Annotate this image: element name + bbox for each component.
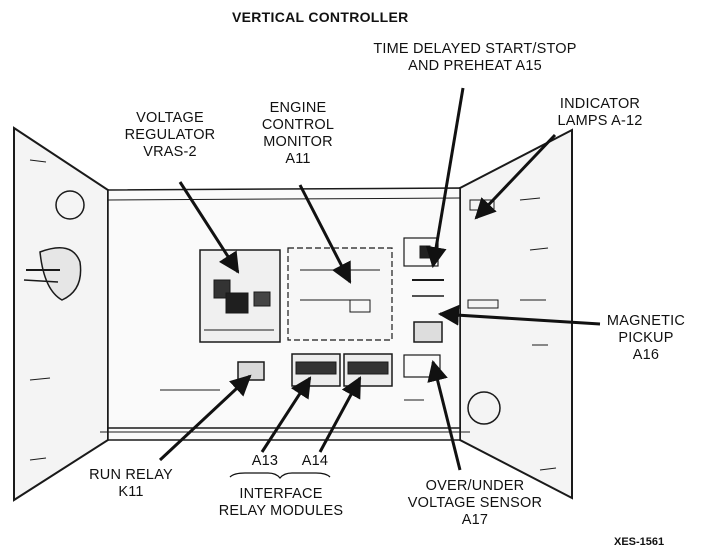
arrow-indicator-lamps <box>474 133 557 220</box>
label-line: A11 <box>285 151 311 167</box>
label-magnetic-pickup: MAGNETIC PICKUP A16 <box>596 313 696 364</box>
label-line: A16 <box>632 347 660 363</box>
label-time-delayed-start: TIME DELAYED START/STOP AND PREHEAT A15 <box>350 41 600 75</box>
right-flap-panel <box>459 128 573 500</box>
label-line: K11 <box>118 484 144 500</box>
label-line: VOLTAGE SENSOR <box>407 495 543 511</box>
arrow-engine-control-monitor <box>298 184 352 284</box>
label-line: REGULATOR <box>124 127 216 143</box>
label-line: VOLTAGE <box>136 110 204 126</box>
arrow-run-relay <box>158 374 252 462</box>
label-line: OVER/UNDER <box>425 478 525 494</box>
label-line: AND PREHEAT A15 <box>408 58 542 74</box>
figure-code: XES-1561 <box>614 536 665 548</box>
label-interface-relay-modules: INTERFACE RELAY MODULES <box>196 486 366 520</box>
label-voltage-regulator: VOLTAGE REGULATOR VRAS-2 <box>110 110 230 161</box>
run-relay-body <box>237 361 265 381</box>
diagram-title: VERTICAL CONTROLLER <box>232 9 409 25</box>
label-indicator-lamps: INDICATOR LAMPS A-12 <box>540 96 660 130</box>
label-line: VRAS-2 <box>143 144 197 160</box>
module-brace <box>229 472 331 480</box>
label-line: INTERFACE <box>239 486 323 502</box>
label-line: RUN RELAY <box>89 467 173 483</box>
arrow-magnetic-pickup <box>437 304 601 326</box>
arrow-a14 <box>318 376 362 453</box>
label-line: PICKUP <box>618 330 674 346</box>
leader-arrows <box>158 87 601 471</box>
label-line: LAMPS A-12 <box>557 113 643 129</box>
back-panel <box>107 187 461 441</box>
label-line: MAGNETIC <box>606 313 686 329</box>
label-line: MONITOR <box>263 134 333 150</box>
arrow-time-delayed-start <box>425 87 465 269</box>
label-over-under-voltage-sensor: OVER/UNDER VOLTAGE SENSOR A17 <box>400 478 550 529</box>
label-line: ENGINE <box>269 100 327 116</box>
arrow-over-under-voltage <box>427 359 462 471</box>
arrow-a13 <box>260 376 312 453</box>
label-line: INDICATOR <box>559 96 641 112</box>
label-a13: A13 <box>251 453 279 469</box>
label-line: TIME DELAYED START/STOP <box>373 41 577 57</box>
arrow-voltage-regulator <box>178 181 240 274</box>
label-line: RELAY MODULES <box>218 503 344 519</box>
label-a14: A14 <box>301 453 329 469</box>
label-line: CONTROL <box>261 117 335 133</box>
left-flap-panel <box>13 126 109 502</box>
label-line: A17 <box>461 512 489 528</box>
label-run-relay: RUN RELAY K11 <box>66 467 196 501</box>
enclosure-drawing <box>13 126 573 502</box>
label-engine-control-monitor: ENGINE CONTROL MONITOR A11 <box>248 100 348 168</box>
